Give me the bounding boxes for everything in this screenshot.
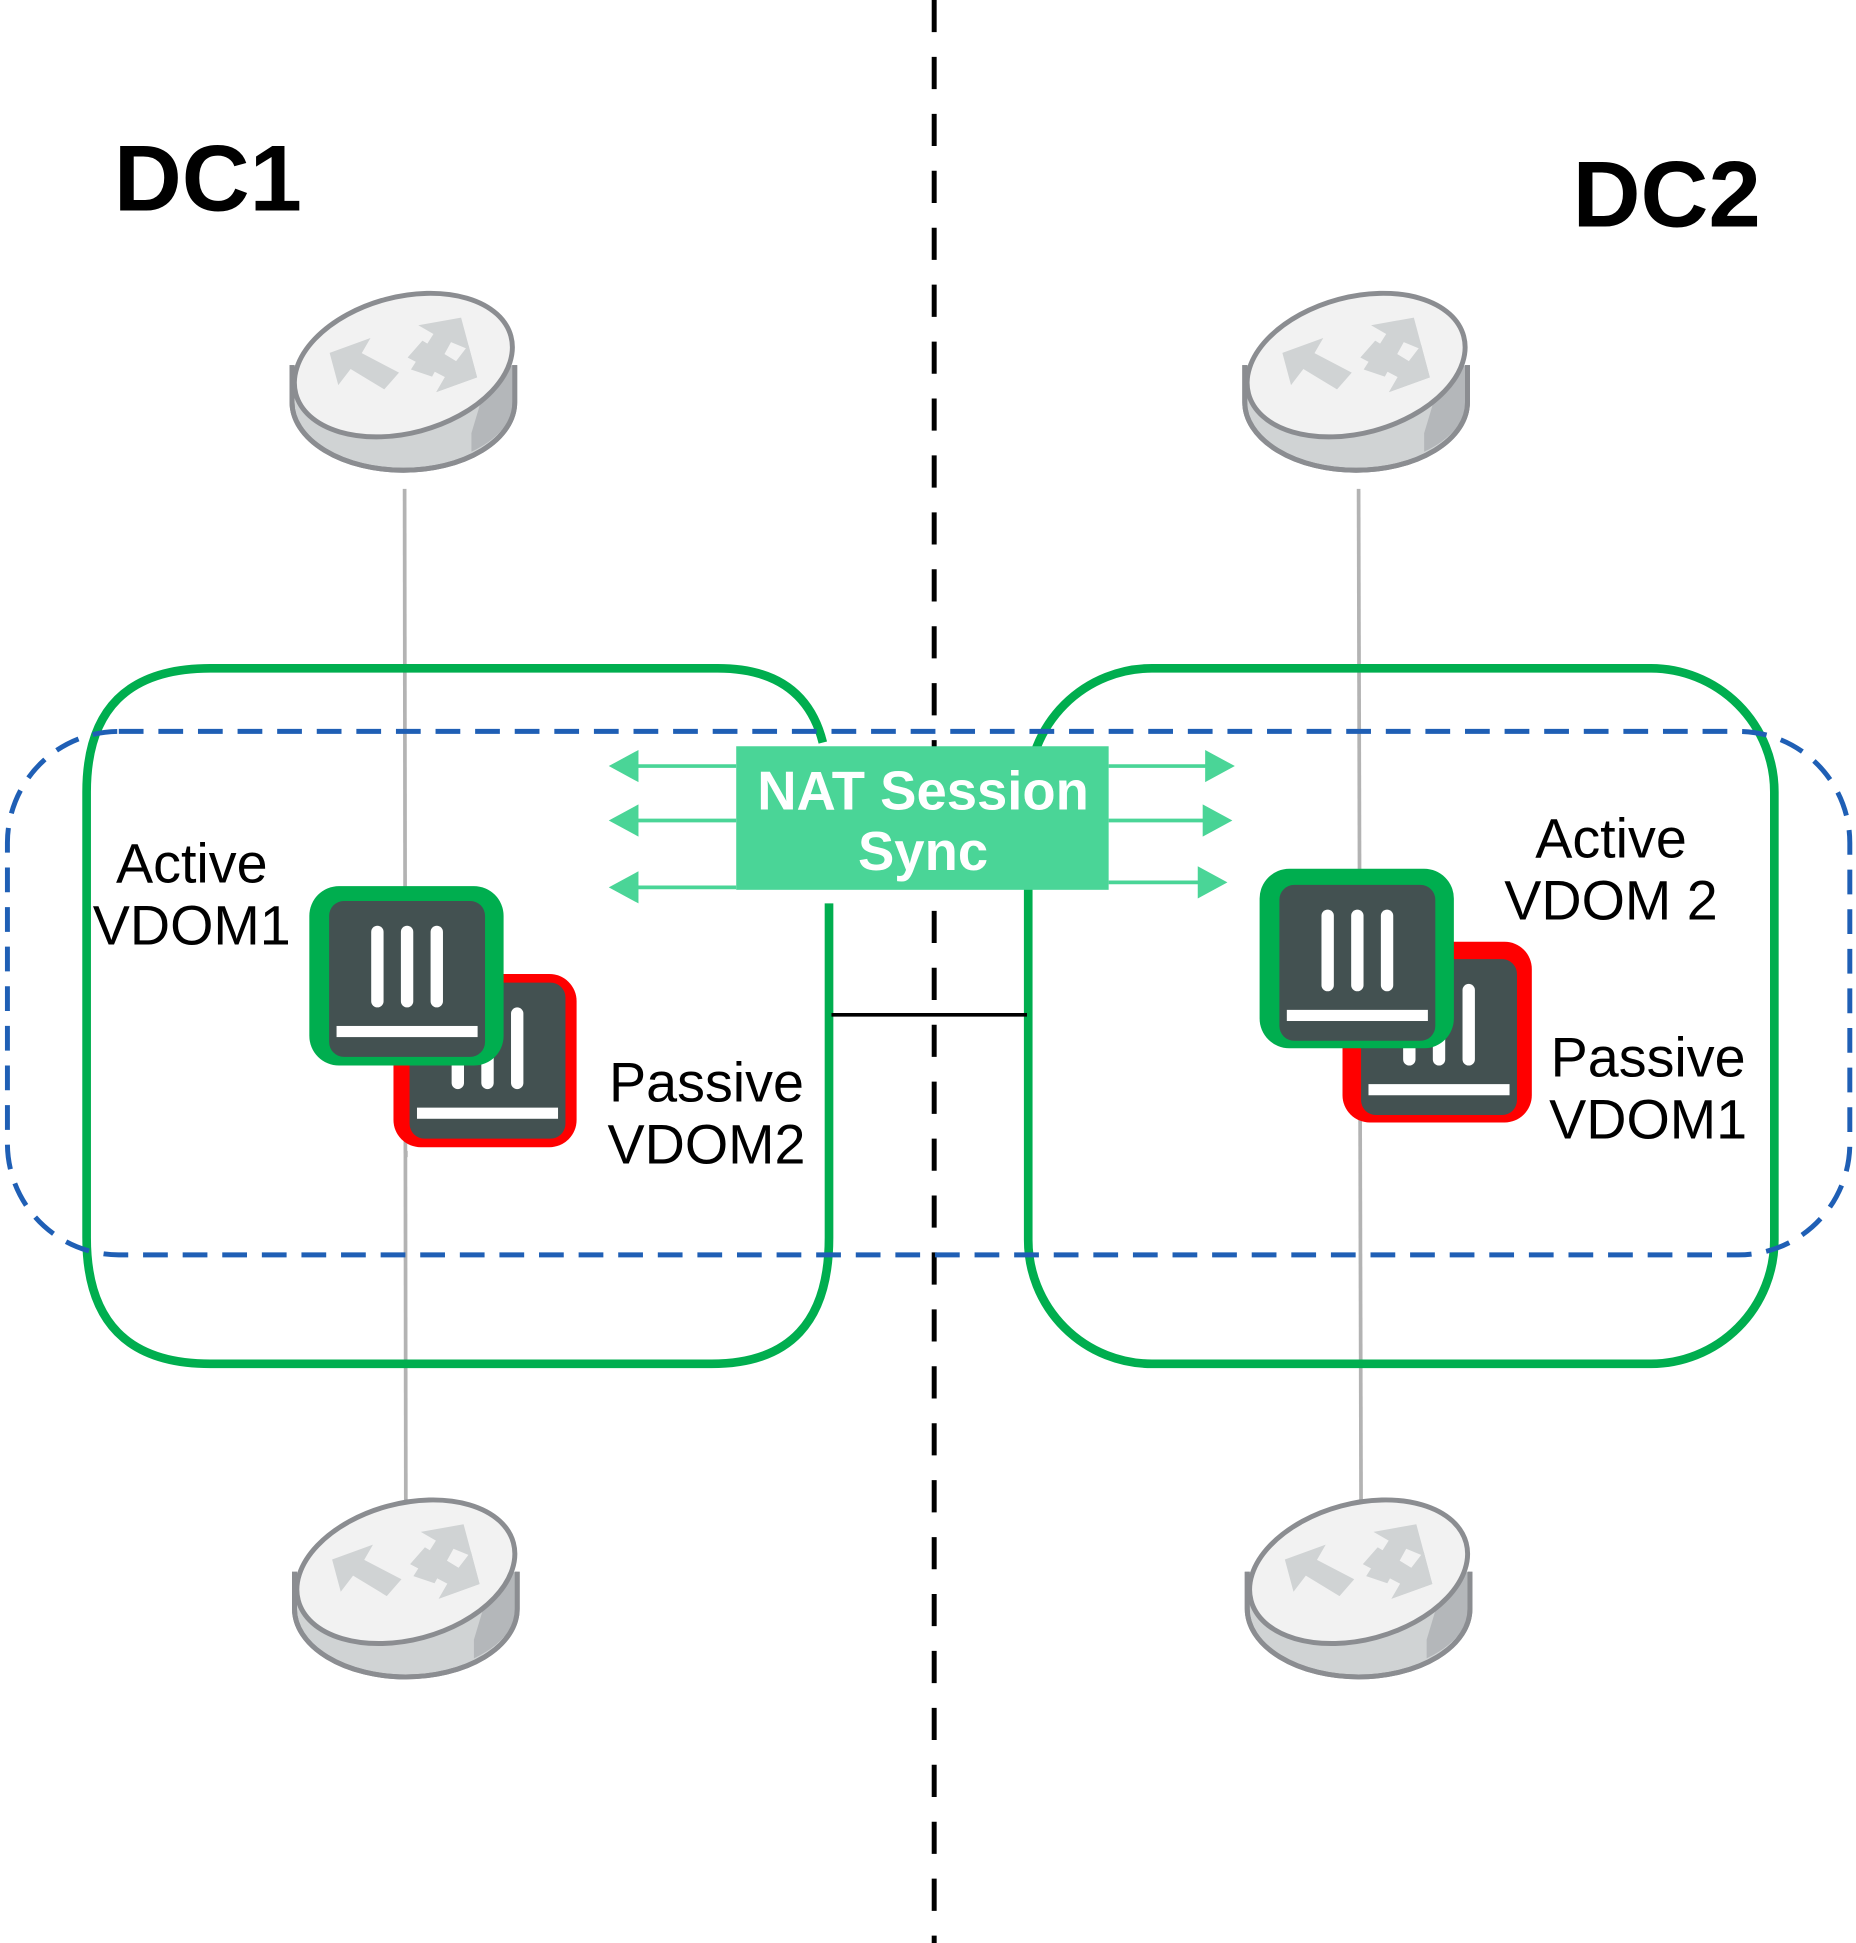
dc1-cluster-boundary [82,663,834,1369]
dc1-active-firewall [309,886,504,1066]
dc2-title: DC2 [1573,141,1761,246]
arrow-left-icon [608,871,639,904]
nat-sync-box [736,746,1109,890]
router-icon [281,1477,531,1677]
arrow-right-icon [1205,749,1235,783]
dc1-bottom-router [281,1477,531,1677]
firewall-icon [1279,884,1436,1041]
arrow-left-icon [608,804,639,837]
firewall-icon [329,900,486,1057]
dc2-active-firewall [1259,868,1454,1049]
ha-group-boundary [4,728,1853,1258]
dc1-passive-label-line2: VDOM2 [608,1113,806,1175]
dc1-passive-label-line1: Passive [609,1051,804,1113]
dc2-cluster-boundary [1023,663,1779,1369]
router-icon [1233,1477,1483,1677]
dc1-active-label-line2: VDOM1 [93,894,291,956]
dc2-top-router [1231,271,1481,471]
arrow-left-icon [608,749,639,783]
dc1-active-label-line1: Active [116,832,268,894]
nat-sync-label-line2: Sync [858,821,988,882]
arrow-right-icon [1202,804,1233,837]
arrow-right-icon [1197,866,1228,899]
dc2-passive-label-line1: Passive [1551,1027,1746,1089]
nat-session-sync: NAT Session Sync [608,746,1235,904]
dc2-active-label-line2: VDOM 2 [1504,870,1717,932]
nat-sync-label-line1: NAT Session [757,760,1089,821]
dc2-active-label-line1: Active [1535,808,1687,870]
router-icon [1231,271,1481,471]
dc2-passive-label-line2: VDOM1 [1549,1089,1747,1151]
dc1-title: DC1 [114,125,302,230]
dc2-bottom-router [1233,1477,1483,1677]
router-icon [278,271,528,471]
dc1-top-router [278,271,528,471]
